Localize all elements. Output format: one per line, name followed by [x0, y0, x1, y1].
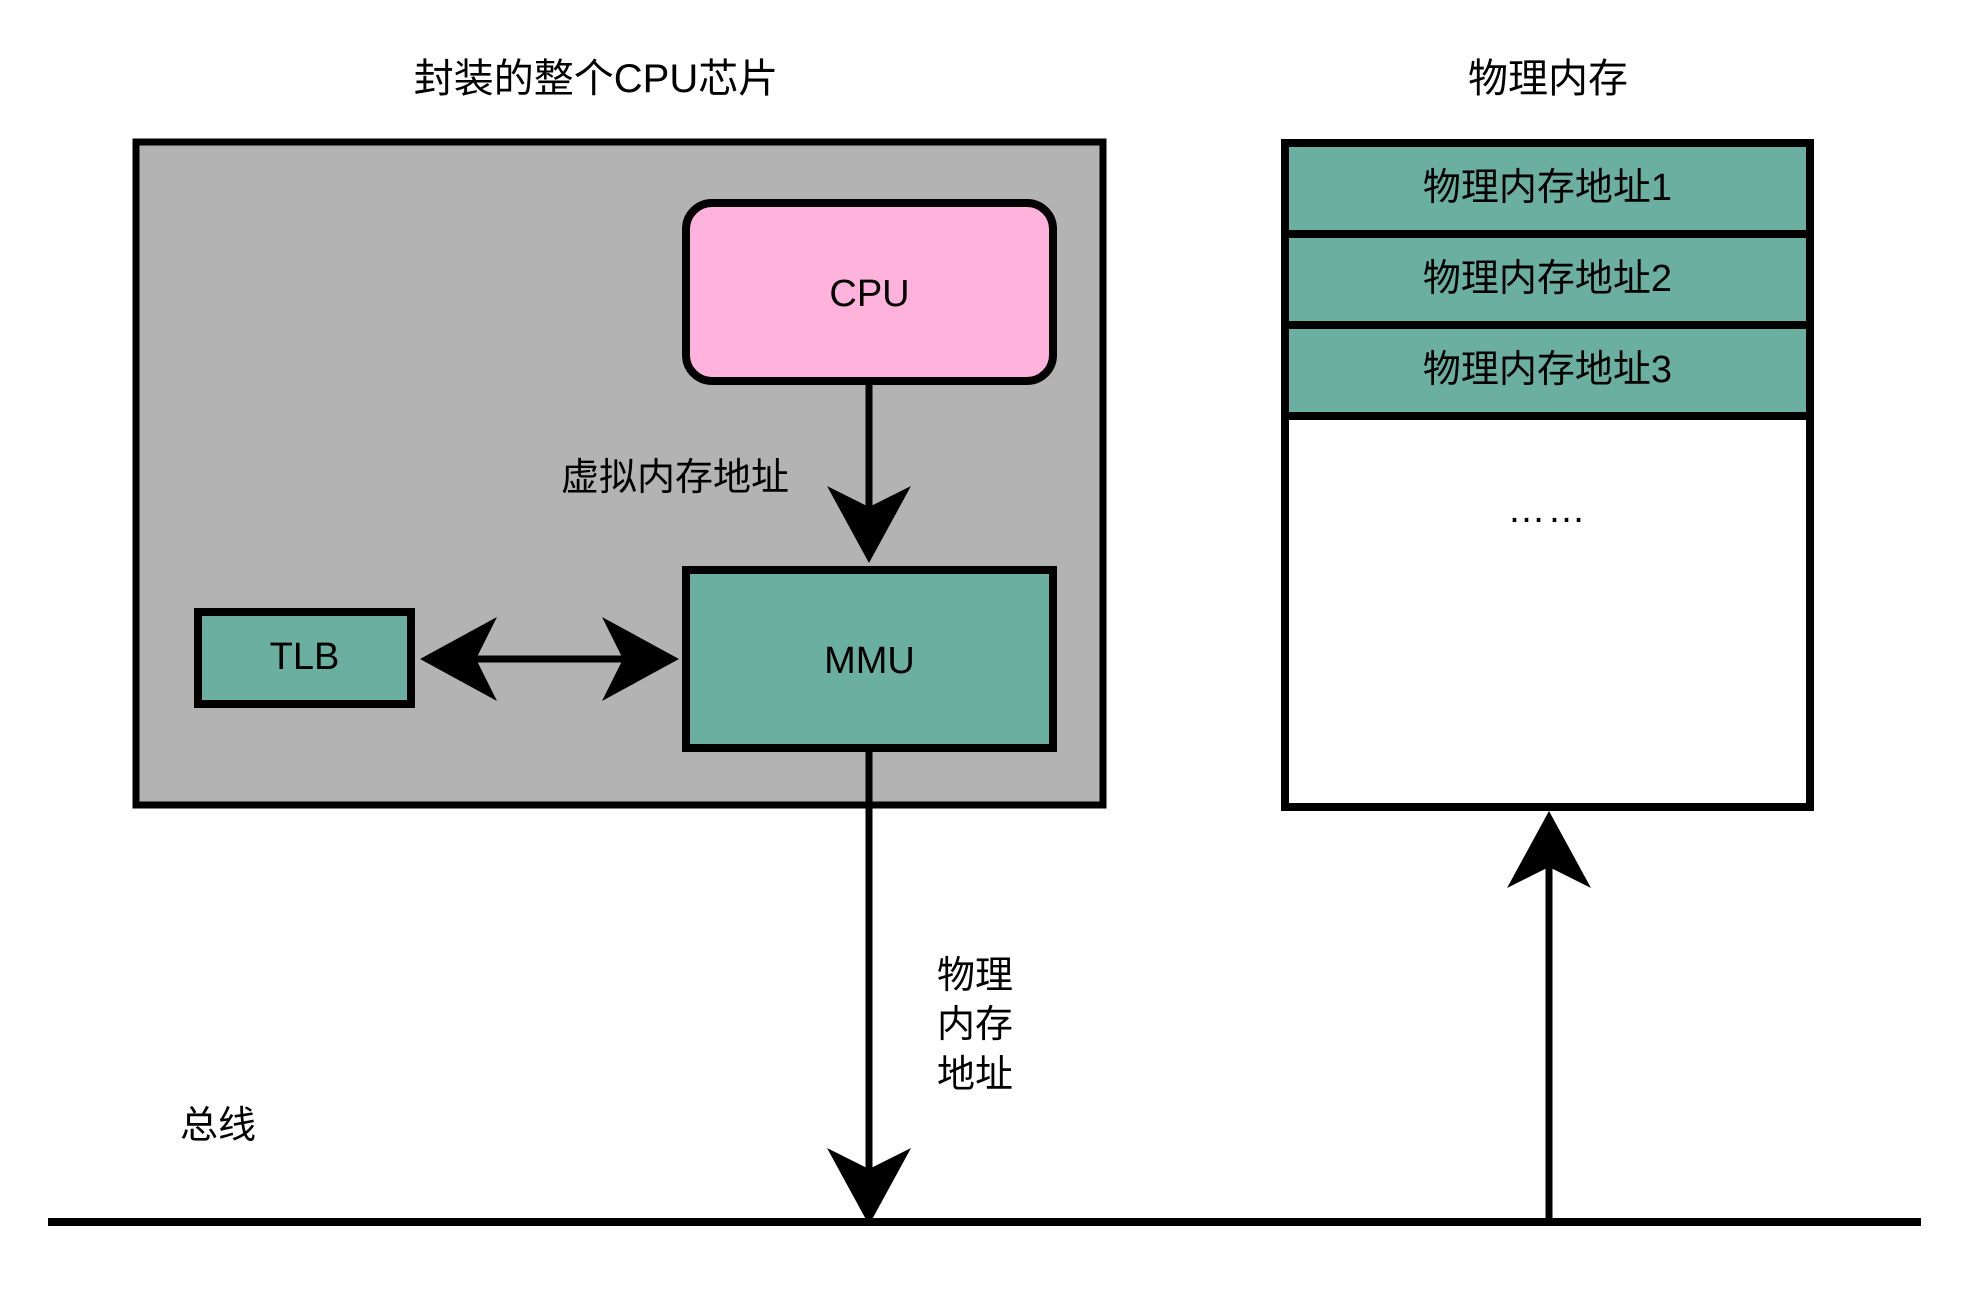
physical-address-line-3: 地址: [936, 1053, 1013, 1096]
physical-address-line-2: 内存: [936, 1004, 1013, 1047]
virtual-address-edge-label: 虚拟内存地址: [560, 457, 789, 499]
tlb-label: TLB: [269, 636, 340, 678]
physical-address-edge-label: 物理内存地址: [870, 952, 1080, 1100]
memory-slot-1[interactable]: [1281, 139, 1814, 238]
memory-ellipsis: ……: [1507, 489, 1588, 531]
memory-slot-2[interactable]: [1281, 230, 1814, 329]
memory-slot-3-label: 物理内存地址3: [1422, 349, 1673, 391]
mmu-label: MMU: [824, 640, 915, 682]
memory-slot-3[interactable]: [1281, 321, 1814, 420]
physical-address-line-1: 物理: [936, 955, 1013, 997]
cpu-box[interactable]: [682, 199, 1057, 385]
mmu-box[interactable]: [682, 566, 1057, 752]
memory-title: 物理内存: [1468, 57, 1628, 101]
tlb-box[interactable]: [194, 608, 415, 708]
memory-slot-1-label: 物理内存地址1: [1422, 167, 1673, 209]
memory-slot-2-label: 物理内存地址2: [1422, 258, 1673, 300]
chip-title: 封装的整个CPU芯片: [413, 57, 779, 101]
cpu-label: CPU: [829, 273, 910, 315]
bus-label: 总线: [180, 1105, 257, 1147]
